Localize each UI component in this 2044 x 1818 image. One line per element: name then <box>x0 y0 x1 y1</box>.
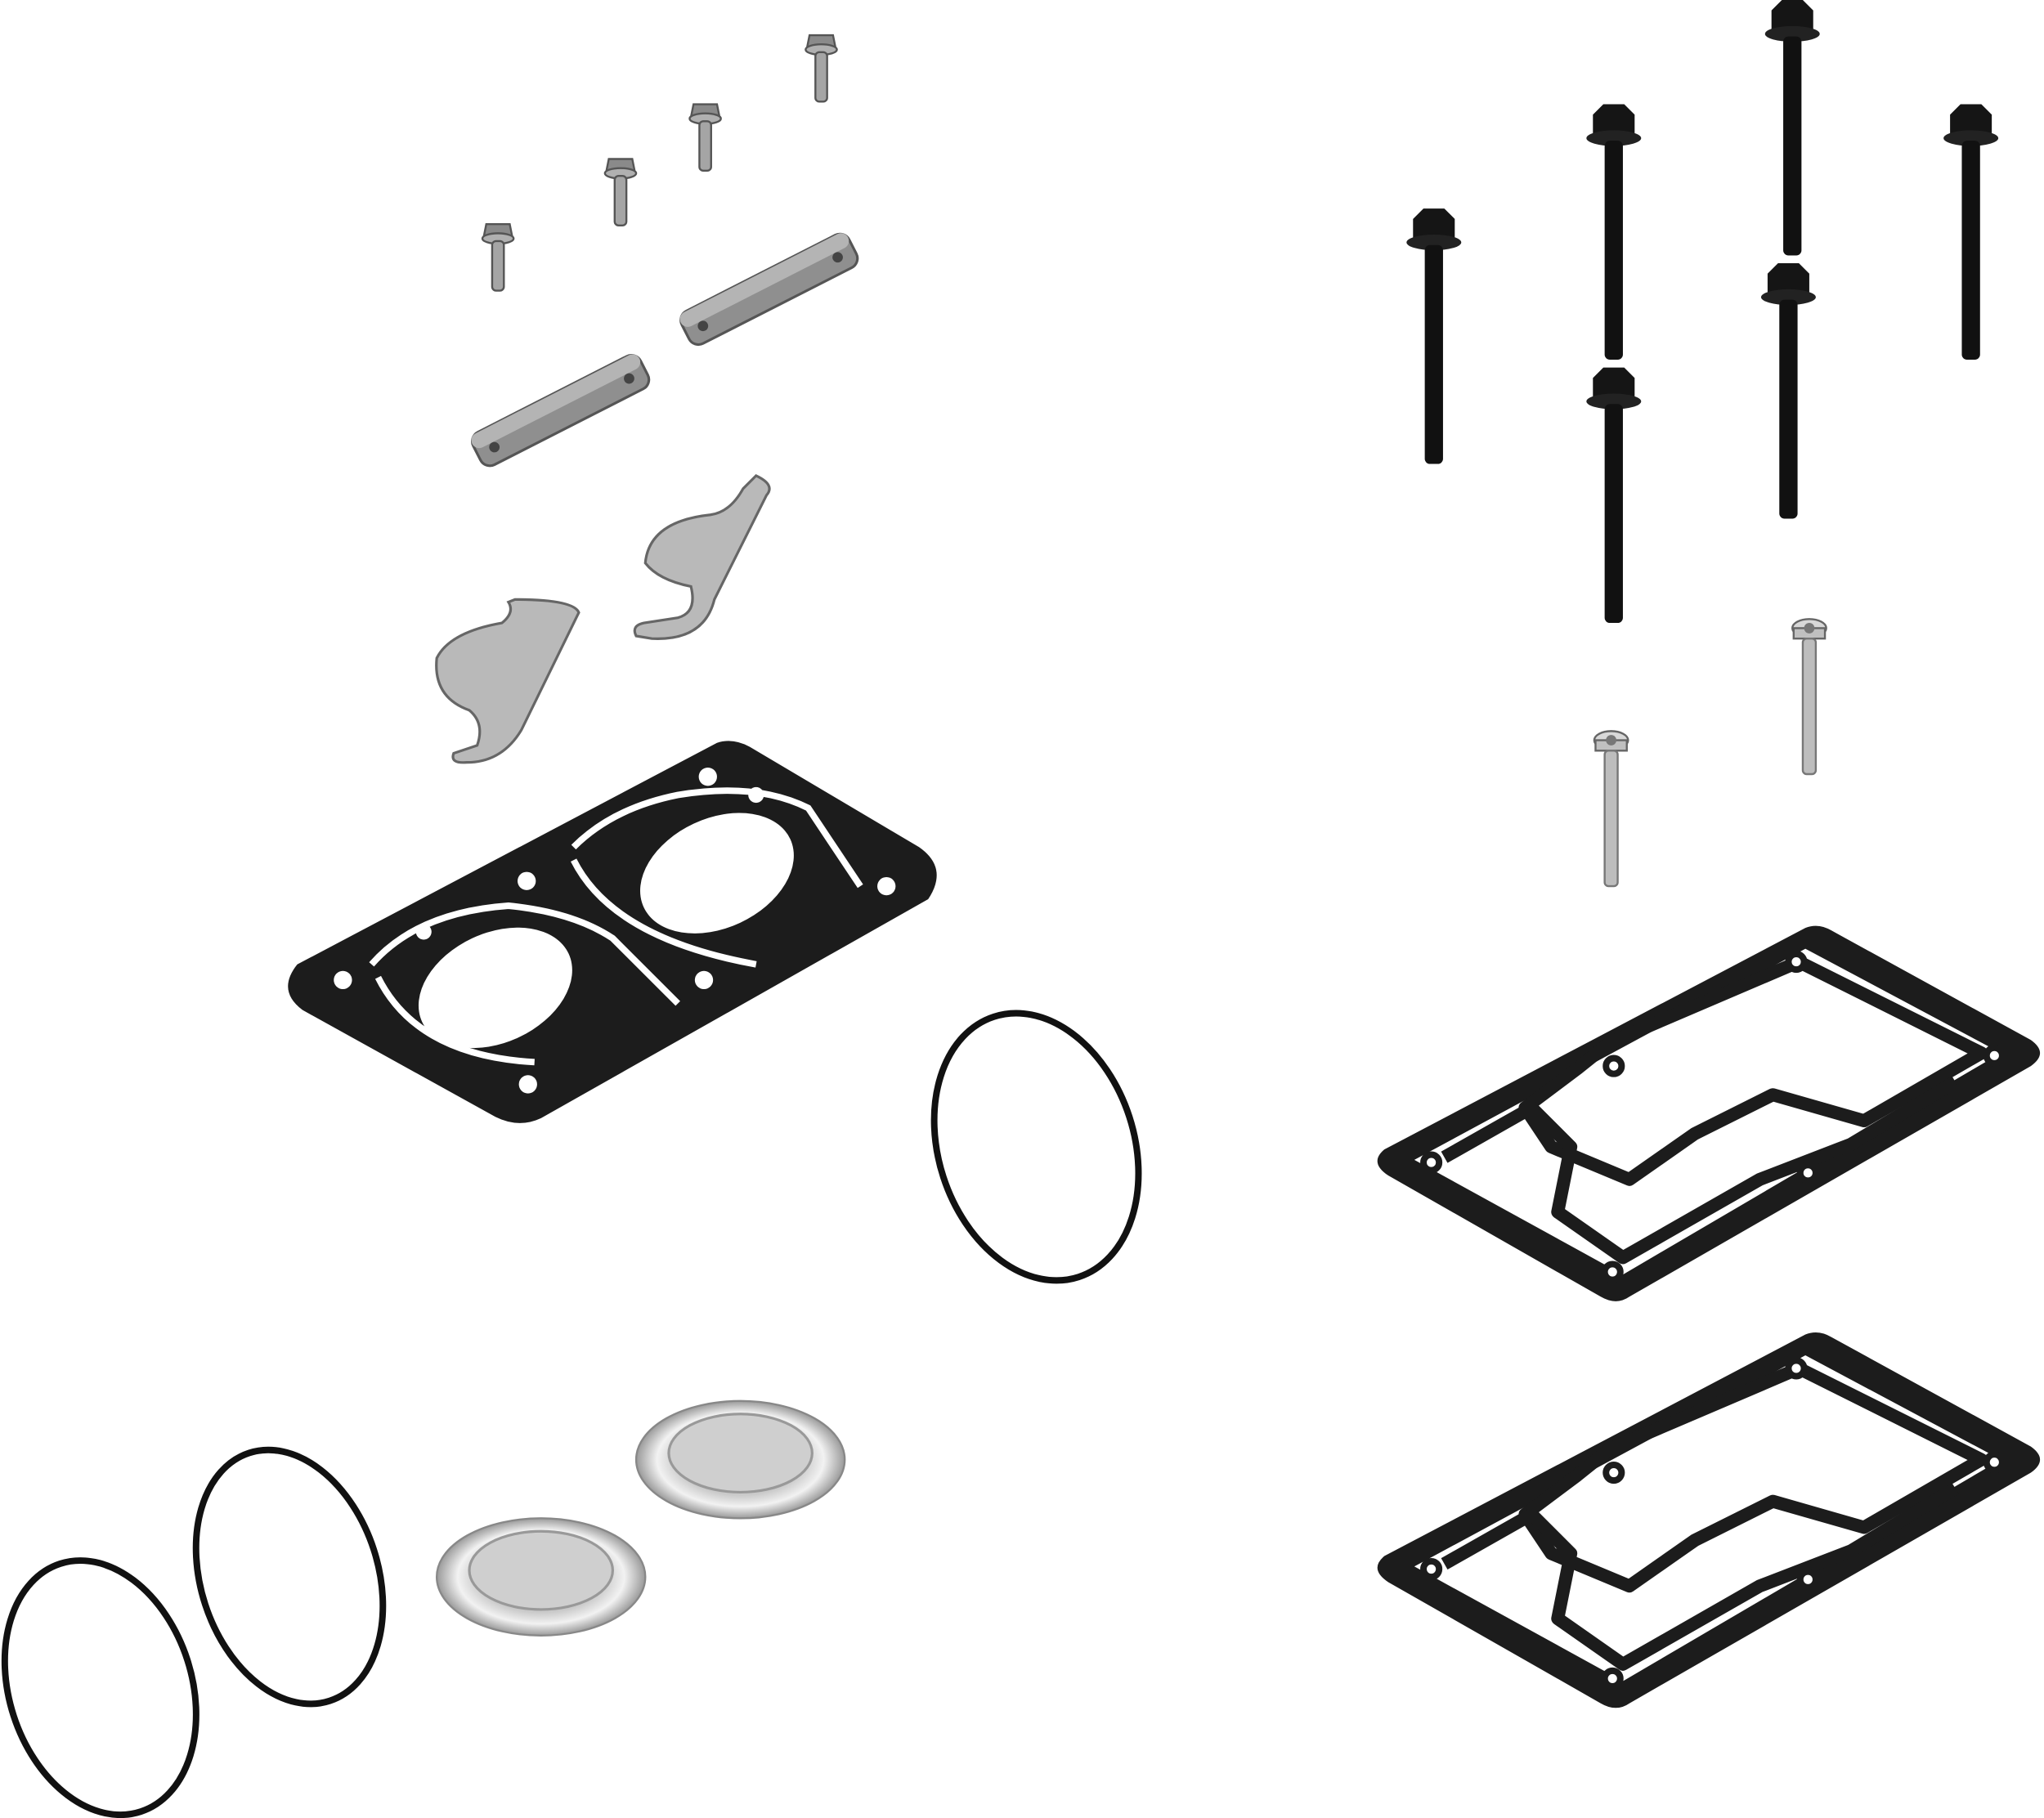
head-bolt <box>1760 263 1816 519</box>
valve-plate-gasket <box>1378 926 2040 1301</box>
o-ring <box>192 1446 387 1708</box>
head-bolt <box>1764 0 1820 256</box>
reed-valve <box>435 598 580 764</box>
o-ring <box>930 1010 1142 1284</box>
reed-valve <box>633 473 771 640</box>
valve-disc <box>634 1399 846 1520</box>
o-ring <box>1 1557 199 1818</box>
head-bolt <box>1586 104 1642 360</box>
valve-disc <box>435 1517 647 1637</box>
valve-plate-gasket <box>1378 1332 2040 1708</box>
small-bolt <box>481 223 515 292</box>
head-bolt <box>1406 208 1462 464</box>
small-bolt <box>805 34 838 103</box>
torx-bolt <box>1791 618 1827 776</box>
head-bolt <box>1943 104 1999 360</box>
head-bolt <box>1586 367 1642 624</box>
torx-bolt <box>1593 730 1629 888</box>
small-bolt <box>603 158 638 227</box>
clamp-plate <box>471 354 651 468</box>
clamp-plate <box>679 232 859 347</box>
small-bolt <box>688 103 722 172</box>
cylinder-head-gasket <box>288 741 937 1123</box>
